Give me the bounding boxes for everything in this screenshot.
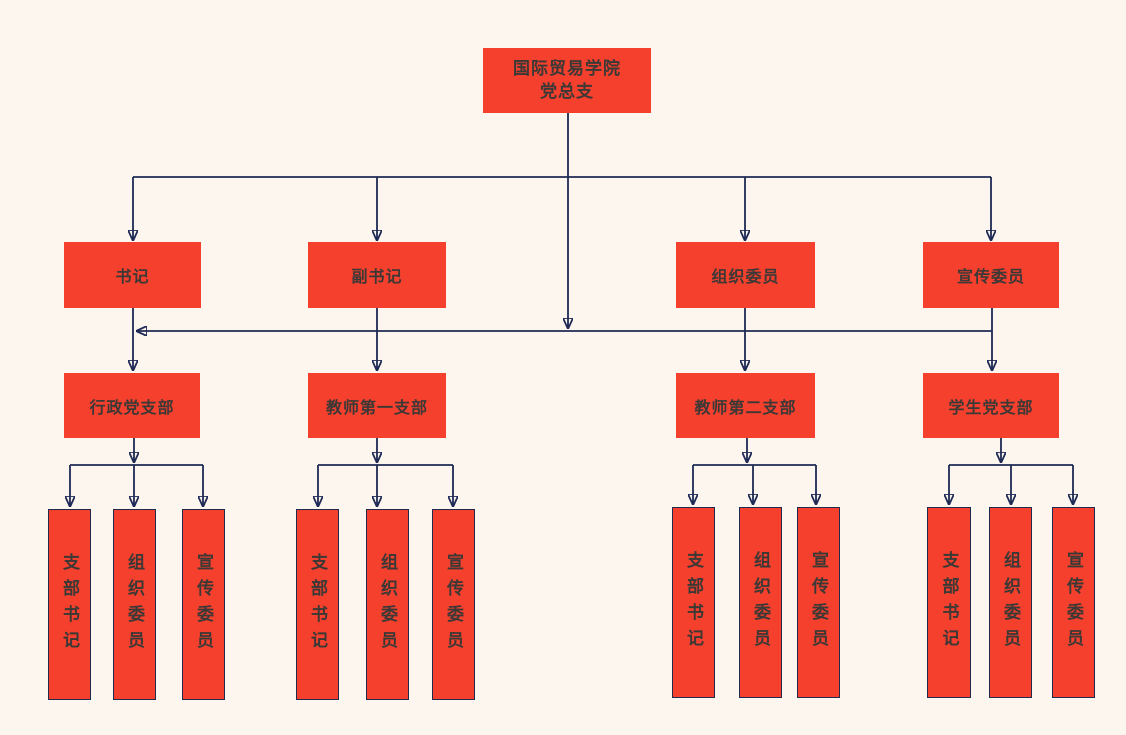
node-party-general-branch[interactable]: 国际贸易学院 党总支: [483, 48, 651, 113]
node-administrative-branch[interactable]: 行政党支部: [64, 373, 200, 438]
node-admin-org-commissioner[interactable]: 组织委员: [113, 509, 156, 700]
node-teachers2-branch-secretary[interactable]: 支部书记: [672, 507, 715, 698]
node-label: 组织委员: [378, 552, 397, 657]
node-label: 组织委员: [125, 552, 144, 657]
node-teachers1-org-commissioner[interactable]: 组织委员: [366, 509, 409, 700]
node-students-publicity-commissioner[interactable]: 宣传委员: [1052, 507, 1095, 698]
node-label: 支部书记: [308, 552, 327, 657]
node-label: 支部书记: [939, 550, 959, 655]
node-label-line1: 国际贸易学院: [513, 58, 621, 78]
node-secretary[interactable]: 书记: [64, 242, 201, 308]
node-teachers-first-branch[interactable]: 教师第一支部: [308, 373, 446, 438]
node-label-line2: 党总支: [540, 81, 594, 101]
node-admin-branch-secretary[interactable]: 支部书记: [48, 509, 91, 700]
node-organizing-commissioner[interactable]: 组织委员: [676, 242, 815, 308]
node-label: 宣传委员: [444, 552, 463, 657]
node-label: 宣传委员: [1064, 550, 1083, 655]
node-teachers1-publicity-commissioner[interactable]: 宣传委员: [432, 509, 475, 700]
node-teachers1-branch-secretary[interactable]: 支部书记: [296, 509, 339, 700]
node-teachers2-publicity-commissioner[interactable]: 宣传委员: [797, 507, 840, 698]
node-label: 组织委员: [751, 550, 770, 655]
node-teachers-second-branch[interactable]: 教师第二支部: [676, 373, 815, 438]
node-teachers2-org-commissioner[interactable]: 组织委员: [739, 507, 782, 698]
node-publicity-commissioner[interactable]: 宣传委员: [923, 242, 1059, 308]
node-admin-publicity-commissioner[interactable]: 宣传委员: [182, 509, 225, 700]
node-deputy-secretary[interactable]: 副书记: [308, 242, 446, 308]
node-label: 支部书记: [60, 552, 79, 657]
node-students-branch[interactable]: 学生党支部: [923, 373, 1059, 438]
node-students-org-commissioner[interactable]: 组织委员: [989, 507, 1032, 698]
node-label: 宣传委员: [809, 550, 828, 655]
node-students-branch-secretary[interactable]: 支部书记: [927, 507, 971, 698]
node-label: 宣传委员: [194, 552, 213, 657]
node-label: 组织委员: [1001, 550, 1020, 655]
node-label: 支部书记: [684, 550, 703, 655]
